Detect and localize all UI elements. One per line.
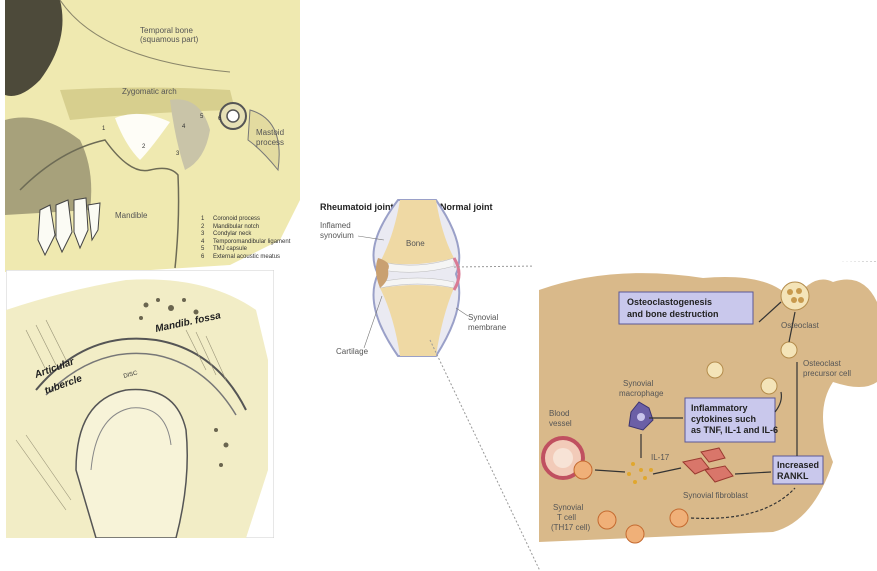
cytokines-text-2: cytokines such	[691, 414, 756, 424]
tcell-label-2: T cell	[557, 513, 576, 522]
pathway-diagram: Osteoclastogenesis and bone destruction …	[533, 262, 877, 554]
blood-vessel-label-1: Blood	[549, 409, 569, 418]
cytokines-text-3: as TNF, IL-1 and IL-6	[691, 425, 778, 435]
cytokines-text-1: Inflammatory	[691, 403, 748, 413]
precursor-label-2: precursor cell	[803, 369, 851, 378]
macrophage-label-2: macrophage	[619, 389, 664, 398]
macrophage-label-1: Synovial	[623, 379, 653, 388]
tcell-label-1: Synovial	[553, 503, 583, 512]
osteoclast-label: Osteoclast	[781, 321, 820, 330]
rankl-text-1: Increased	[777, 460, 819, 470]
precursor-label-1: Osteoclast	[803, 359, 842, 368]
rankl-text-2: RANKL	[777, 471, 809, 481]
tcell-label-3: (TH17 cell)	[551, 523, 590, 532]
osteoclastogenesis-text-1: Osteoclastogenesis	[627, 297, 712, 307]
il17-label: IL-17	[651, 453, 670, 462]
fibroblast-label: Synovial fibroblast	[683, 491, 749, 500]
osteoclastogenesis-text-2: and bone destruction	[627, 309, 719, 319]
blood-vessel-label-2: vessel	[549, 419, 572, 428]
